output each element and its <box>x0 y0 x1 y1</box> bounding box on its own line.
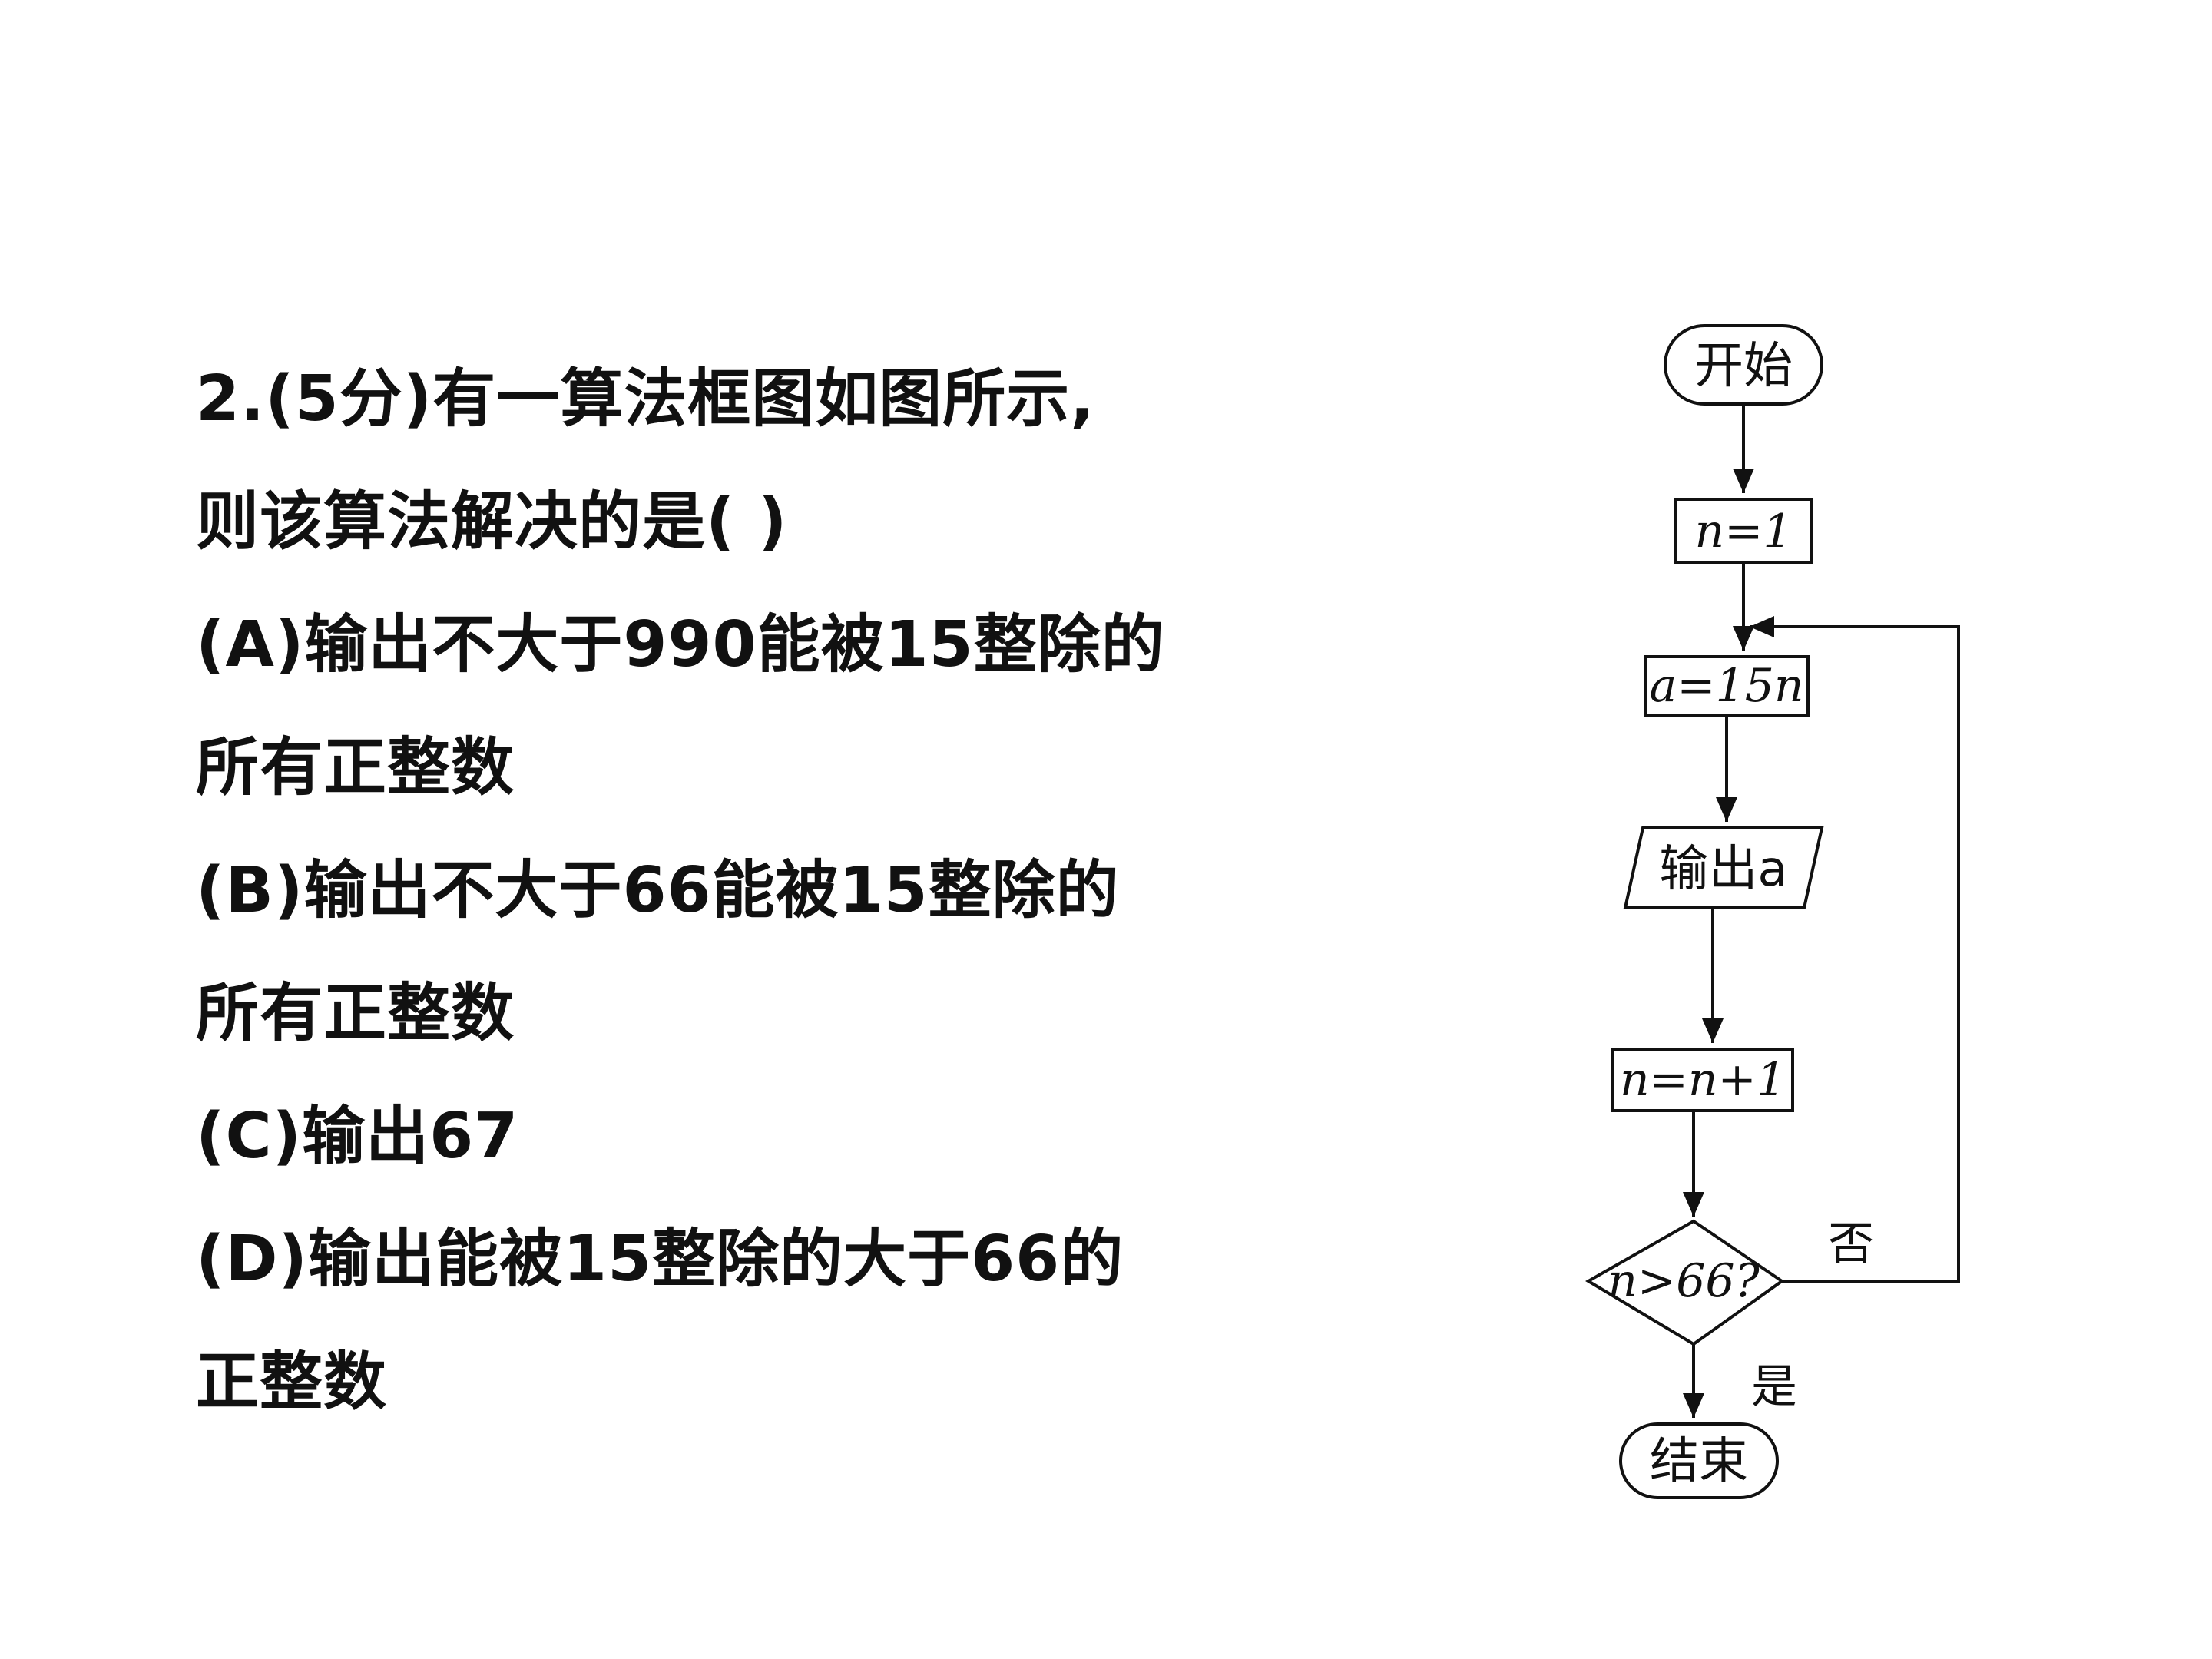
question-stem-line-2: 则该算法解决的是( ) <box>196 485 788 558</box>
increment-label: n=n+1 <box>1620 1053 1786 1107</box>
edge-loop-back <box>1750 616 1960 1283</box>
option-a-line-2: 所有正整数 <box>196 731 515 804</box>
question-text: 2.(5分)有一算法框图如图所示, 则该算法解决的是( ) (A)输出不大于99… <box>196 0 1225 1659</box>
assign-node <box>1644 655 1810 717</box>
increment-node <box>1611 1048 1794 1112</box>
branch-yes-label: 是 <box>1751 1360 1797 1414</box>
decision-label: n>66? <box>1608 1254 1760 1308</box>
assign-label: a=15n <box>1649 659 1803 713</box>
option-b-line-1: (B)输出不大于66能被15整除的 <box>196 854 1120 927</box>
option-c-line: (C)输出67 <box>196 1100 519 1173</box>
branch-no-label: 否 <box>1828 1217 1874 1271</box>
option-d-line-1: (D)输出能被15整除的大于66的 <box>196 1223 1124 1296</box>
output-node <box>1623 826 1824 909</box>
start-node <box>1664 324 1823 406</box>
question-stem-line-1: 2.(5分)有一算法框图如图所示, <box>196 363 1095 435</box>
end-node <box>1619 1422 1779 1499</box>
flowchart: 开始 n=1 a=15n 输出a n=n+1 n>66? 否 是 结束 <box>1559 307 1989 1521</box>
output-label: 输出a <box>1659 841 1787 898</box>
start-label: 开始 <box>1694 338 1793 395</box>
end-label: 结束 <box>1650 1433 1748 1490</box>
init-node <box>1674 498 1813 564</box>
option-b-line-2: 所有正整数 <box>196 977 515 1050</box>
flowchart-diagram: 开始 n=1 a=15n 输出a n=n+1 n>66? 否 是 结束 <box>1585 324 1960 1499</box>
option-a-line-1: (A)输出不大于990能被15整除的 <box>196 608 1165 681</box>
option-d-line-2: 正整数 <box>196 1346 388 1419</box>
decision-node <box>1585 1219 1785 1346</box>
init-label: n=1 <box>1694 505 1792 558</box>
